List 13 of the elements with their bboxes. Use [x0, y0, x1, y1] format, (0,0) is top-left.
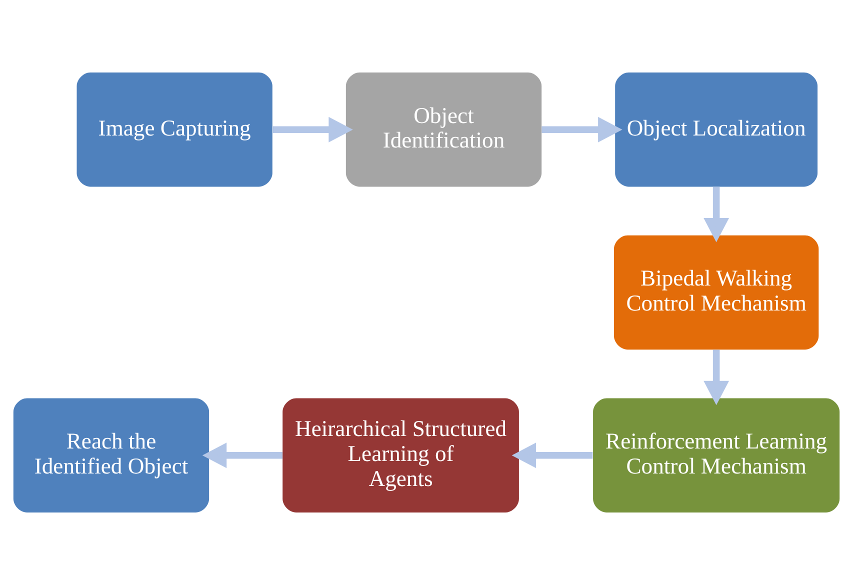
node-box: Bipedal Walking Control Mechanism: [614, 235, 819, 350]
arrow: [542, 116, 622, 142]
arrow: [512, 442, 593, 468]
arrow: [704, 350, 730, 406]
arrow: [272, 116, 353, 142]
arrow: [704, 186, 730, 242]
node-box: Object Identification: [346, 72, 542, 187]
arrow: [202, 442, 282, 468]
node-box: Heirarchical Structured Learning of Agents: [282, 398, 519, 512]
node-box: Reinforcement Learning Control Mechanism: [593, 398, 840, 512]
node-box: Image Capturing: [76, 72, 272, 187]
node-box: Reach the Identified Object: [13, 398, 210, 512]
node-box: Object Localization: [615, 72, 818, 187]
